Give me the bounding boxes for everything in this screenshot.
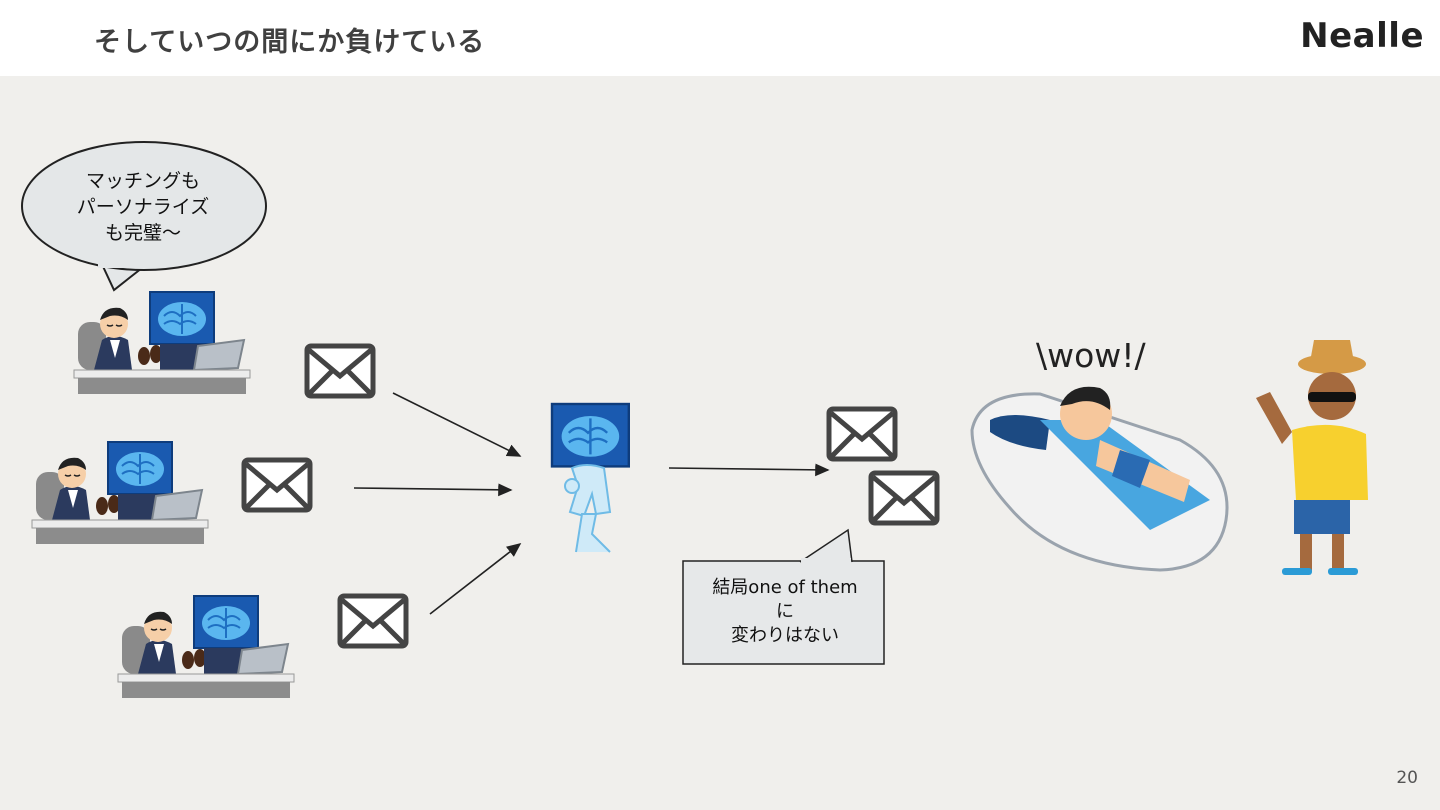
note-callout (682, 528, 885, 665)
boat-sunbather (970, 386, 1229, 572)
note-line: に (776, 601, 794, 622)
worker-desk-3 (118, 596, 294, 698)
page-title: そしていつの間にか負けている (94, 27, 486, 58)
arrow-4 (668, 463, 830, 477)
arrow-3 (429, 543, 522, 615)
speech-line: マッチングも (85, 170, 200, 192)
envelope-icon (829, 409, 895, 459)
note-line: 結局one of them (712, 577, 858, 598)
worker-desk-2 (32, 442, 208, 544)
speech-line: も完璧〜 (104, 222, 181, 244)
arrow-1 (392, 392, 522, 457)
speech-line: パーソナライズ (76, 196, 210, 218)
man-aloha-shirt (1256, 340, 1368, 575)
envelope-icon (244, 460, 310, 510)
speech-bubble (21, 141, 267, 292)
arrow-2 (353, 483, 513, 497)
header-bar: そしていつの間にか負けている Nealle (0, 0, 1440, 76)
note-line: 変わりはない (731, 625, 839, 646)
ai-robot-figure (550, 402, 630, 553)
envelope-icon (871, 473, 937, 523)
wow-exclamation: \wow!/ (1036, 336, 1146, 375)
page-number: 20 (1396, 768, 1418, 788)
brand-logo: Nealle (1300, 16, 1424, 56)
worker-desk-1 (74, 292, 250, 394)
envelope-icon (307, 346, 373, 396)
note-callout-text: 結局one of them に 変わりはない (688, 576, 882, 648)
speech-bubble-text: マッチングも パーソナライズ も完璧〜 (40, 168, 246, 246)
envelope-icon (340, 596, 406, 646)
